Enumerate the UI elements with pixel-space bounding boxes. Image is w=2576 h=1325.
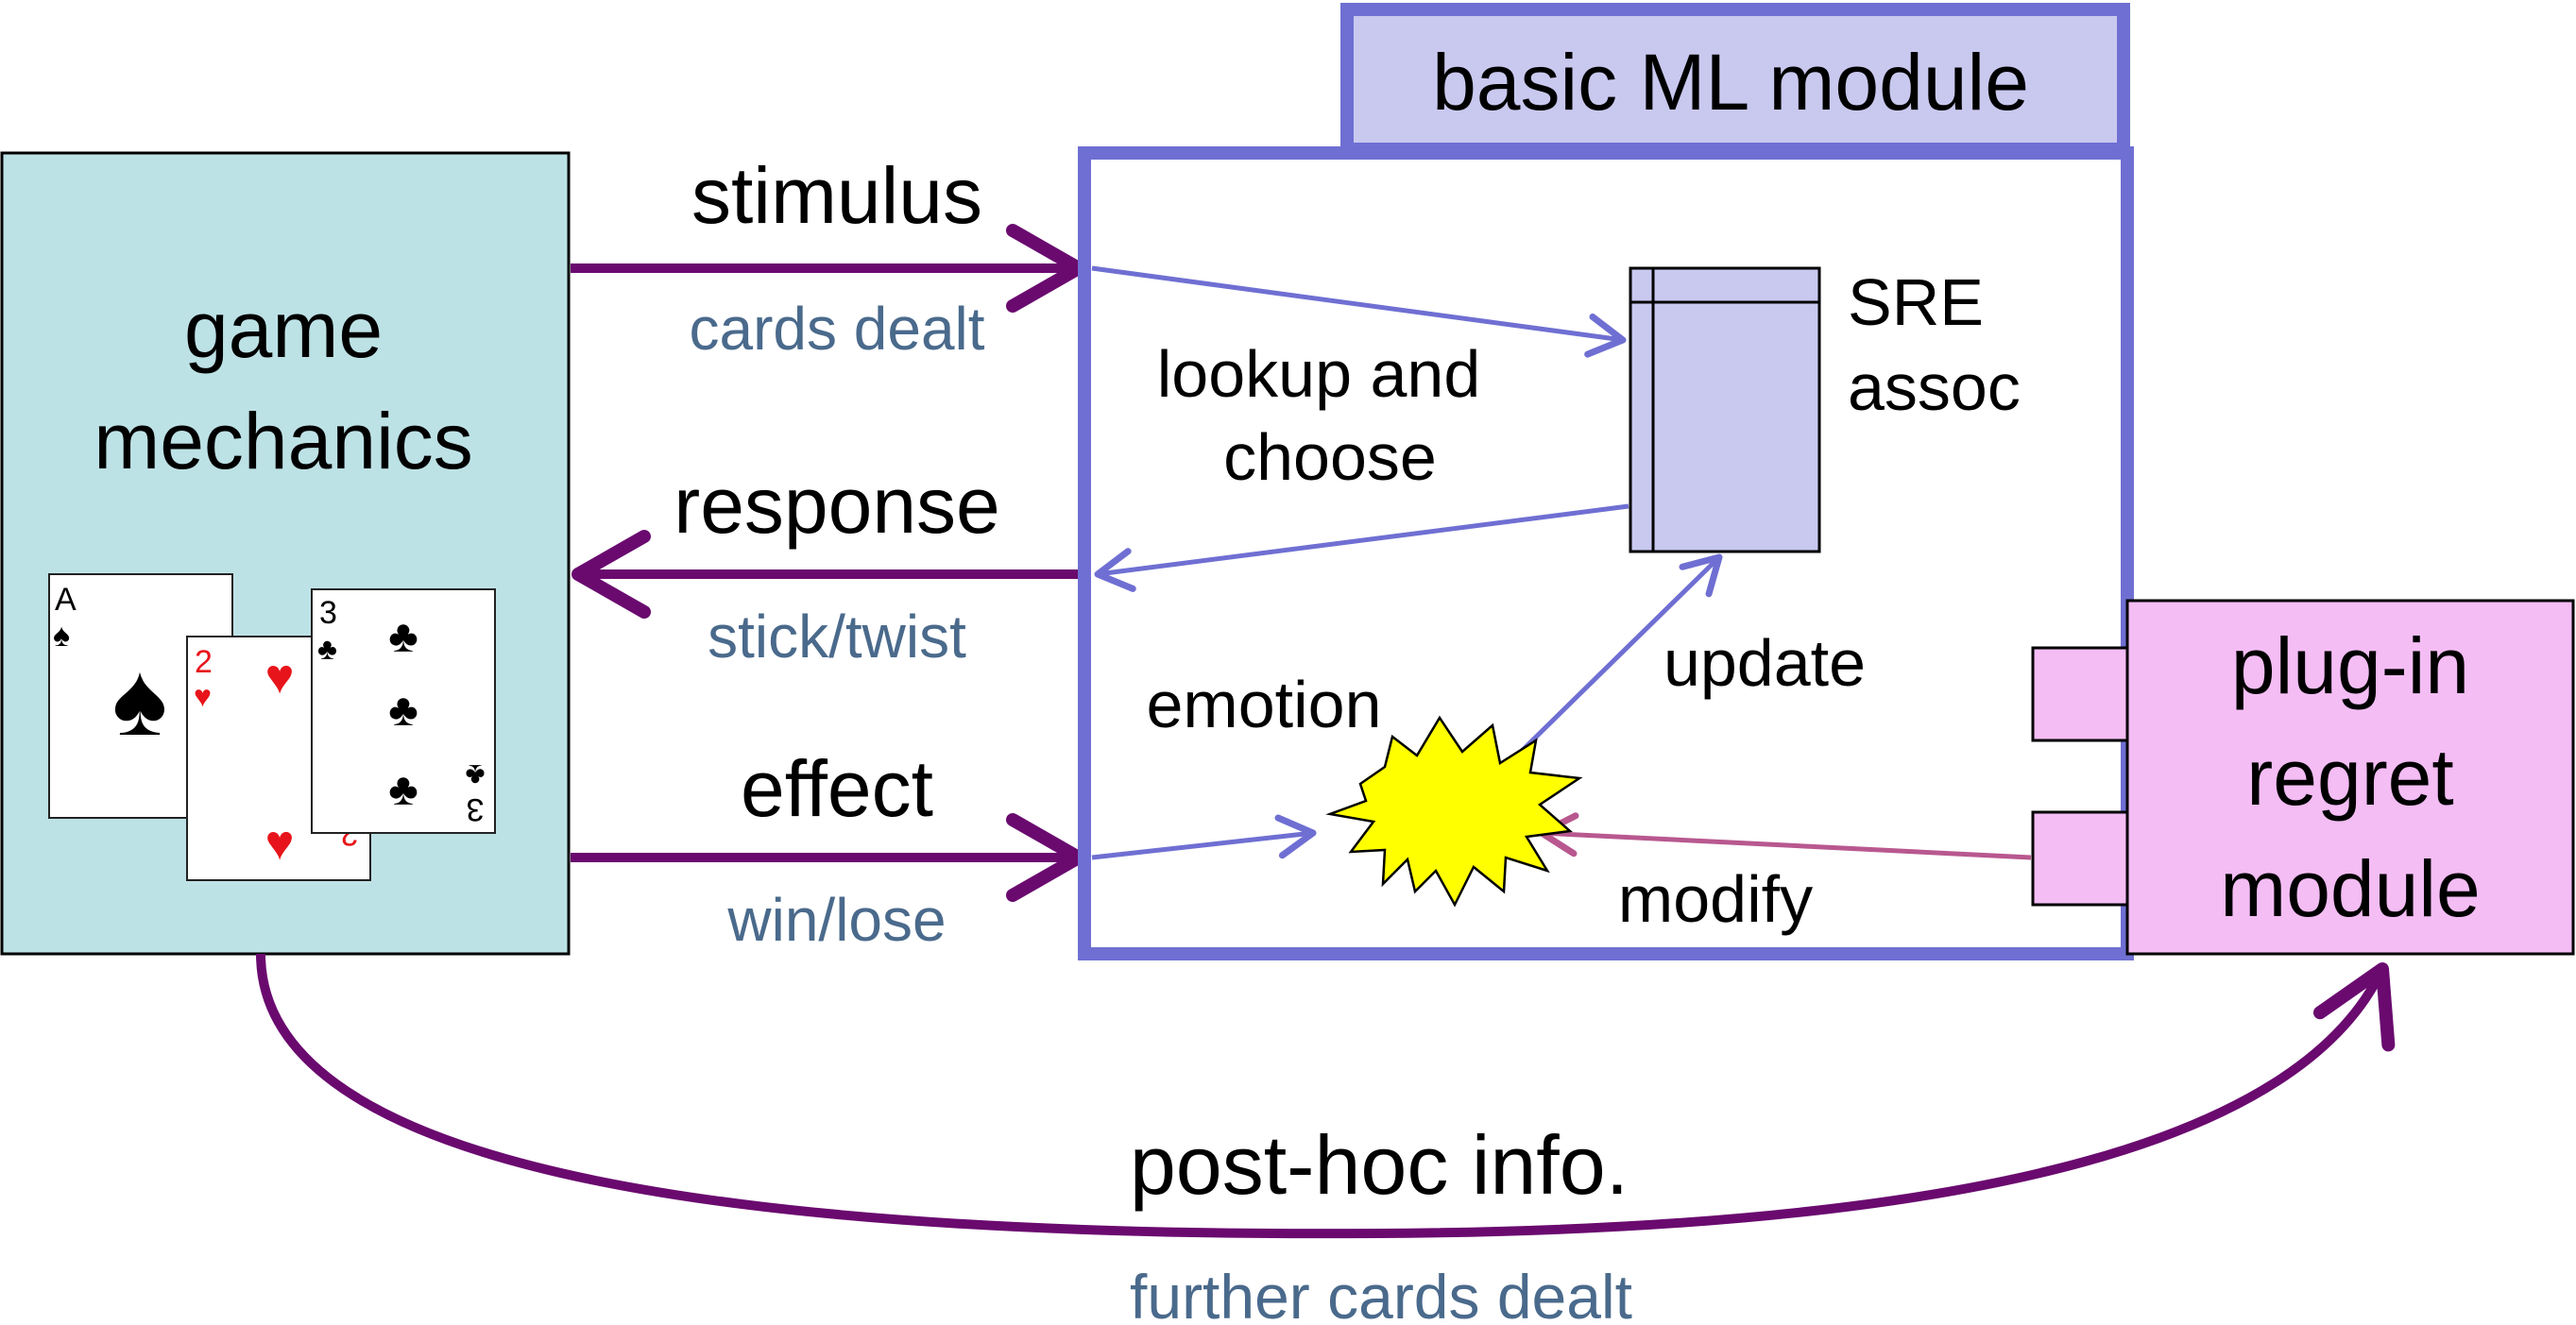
lookup-label-line1: lookup and (1157, 337, 1481, 411)
plugin-label-line3: module (2220, 844, 2481, 933)
spade-icon: ♠ (112, 641, 167, 757)
card-rank: 3 (467, 791, 485, 827)
stimulus-label: stimulus (691, 151, 982, 240)
effect-label: effect (741, 744, 933, 833)
sre-label-line2: assoc (1848, 350, 2021, 424)
card-ace-spades: A ♠ ♠ (48, 573, 233, 819)
effect-sub: win/lose (726, 886, 946, 954)
plugin-label-line2: regret (2246, 733, 2453, 822)
emotion-label: emotion (1146, 668, 1381, 741)
heart-icon: ♥ (265, 816, 295, 871)
game-mechanics-box: game mechanics A ♠ ♠ 2 ♥ ♥ ♥ 2 3 ♣ ♣ ♣ ♣… (0, 151, 571, 956)
response-sub: stick/twist (708, 603, 966, 671)
basic-ml-module: basic ML module SRE assoc lookup and cho… (1078, 3, 2134, 960)
sre-label-line1: SRE (1848, 265, 1984, 339)
club-icon: ♣ (388, 612, 418, 662)
posthoc-signal: post-hoc info. further cards dealt (256, 953, 2396, 1325)
effect-to-emotion-arrow (1091, 814, 1317, 860)
sre-assoc-table: SRE assoc (1629, 265, 2021, 553)
update-arrow (1519, 553, 1723, 754)
response-signal: response stick/twist (571, 461, 1083, 671)
plugin-label-line1: plug-in (2231, 621, 2469, 710)
emotion-burst-icon (1325, 715, 1583, 908)
card-rank: 3 (319, 595, 337, 631)
lookup-arrow (1091, 265, 1627, 358)
effect-signal: effect win/lose (571, 744, 1085, 954)
lookup-label-line2: choose (1223, 420, 1437, 494)
club-icon: ♣ (317, 632, 337, 666)
plugin-connector-top (2031, 646, 2129, 742)
modify-arrow (1538, 812, 2032, 860)
choose-arrow (1094, 503, 1629, 592)
card-rank: 2 (195, 644, 213, 680)
card-rank: A (55, 582, 77, 618)
spade-icon: ♠ (53, 618, 70, 654)
posthoc-sub: further cards dealt (1130, 1262, 1632, 1325)
update-label: update (1663, 626, 1866, 700)
heart-icon: ♥ (265, 650, 295, 705)
club-icon: ♣ (388, 686, 418, 736)
stimulus-signal: stimulus cards dealt (571, 151, 1085, 363)
game-title-line1: game (184, 285, 383, 374)
plugin-connector-bottom (2031, 810, 2129, 907)
ml-module-title-tab (1340, 3, 2130, 156)
game-title-line2: mechanics (94, 397, 473, 485)
posthoc-label: post-hoc info. (1130, 1118, 1629, 1212)
modify-label: modify (1618, 862, 1813, 936)
stimulus-sub: cards dealt (689, 295, 984, 363)
ml-module-title: basic ML module (1432, 38, 2029, 127)
card-three-clubs: 3 ♣ ♣ ♣ ♣ ♣ 3 (311, 588, 496, 834)
club-icon: ♣ (388, 765, 418, 815)
club-icon: ♣ (466, 758, 486, 792)
plugin-regret-module: plug-in regret module (2031, 599, 2575, 956)
heart-icon: ♥ (194, 679, 212, 713)
response-label: response (674, 461, 1000, 550)
ml-module-box (1078, 146, 2134, 960)
